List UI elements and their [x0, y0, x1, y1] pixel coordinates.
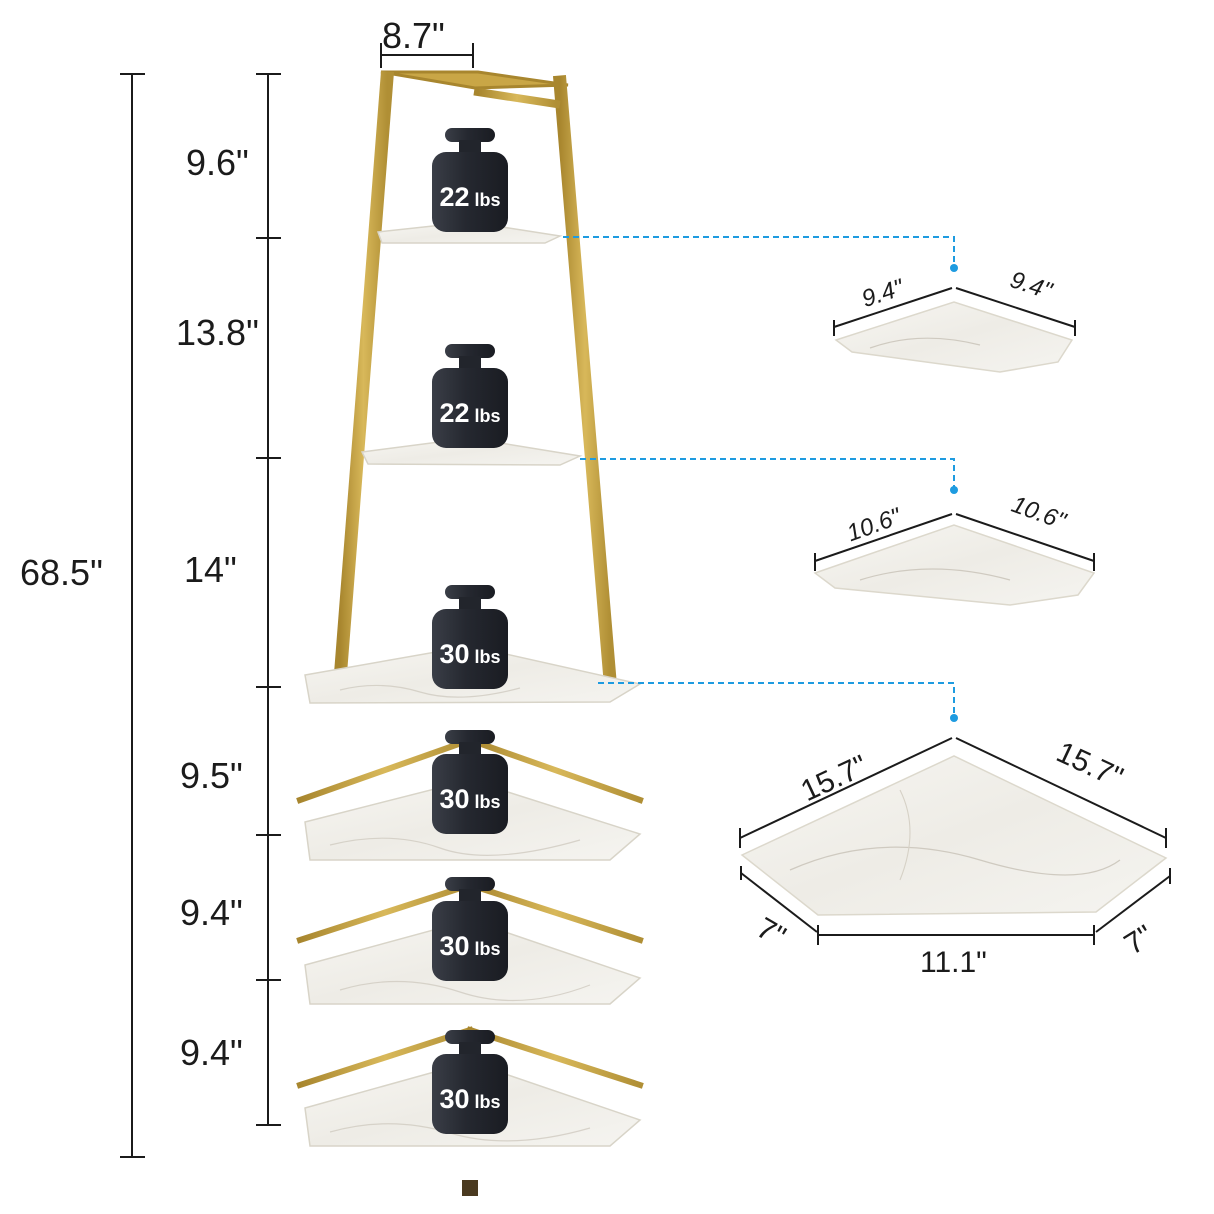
weight-number: 30: [439, 639, 469, 669]
guide-dots: [950, 264, 958, 722]
weight-neck: [459, 597, 481, 611]
gap-label-1: 9.6": [186, 142, 249, 183]
detail-3-side-left-label: 7": [751, 912, 791, 954]
weights-layer: 22 lbs 22 lbs 30 lbs 30 lbs 30 lbs 30 lbs: [432, 128, 508, 1134]
total-height-label: 68.5": [20, 552, 103, 593]
weight-neck: [459, 889, 481, 903]
top-width-label: 8.7": [382, 15, 445, 56]
weight-icon: 30 lbs: [432, 585, 508, 689]
weight-body: [432, 901, 508, 981]
weight-icon: 22 lbs: [432, 344, 508, 448]
marble-veins: [329, 684, 591, 1142]
weight-body: [432, 368, 508, 448]
gap-label-2: 13.8": [176, 312, 259, 353]
gap-label-5: 9.4": [180, 892, 243, 933]
detail-3-front-label: 11.1": [920, 946, 987, 979]
weight-unit: lbs: [475, 647, 501, 667]
weight-neck: [459, 356, 481, 370]
weight-number: 30: [439, 931, 469, 961]
weight-knob: [445, 128, 495, 142]
weight-neck: [459, 742, 481, 756]
weight-body: [432, 1054, 508, 1134]
weight-unit: lbs: [475, 1092, 501, 1112]
weight-number: 22: [439, 398, 469, 428]
weight-unit: lbs: [475, 792, 501, 812]
gap-label-3: 14": [184, 549, 237, 590]
gap-label-4: 9.5": [180, 755, 243, 796]
detail-1-right-label: 9.4": [1007, 266, 1057, 305]
weight-body: [432, 152, 508, 232]
weight-number: 30: [439, 1084, 469, 1114]
weight-body: [432, 754, 508, 834]
weight-knob: [445, 344, 495, 358]
leveling-foot: [462, 1180, 478, 1196]
detail-3-side-right-label: 7": [1119, 919, 1160, 961]
detail-shelf-1: 9.4" 9.4": [833, 266, 1076, 373]
weight-label: 30 lbs: [439, 931, 500, 961]
detail-shelf-3: 15.7" 15.7" 7" 11.1" 7": [739, 736, 1171, 979]
weight-label: 30 lbs: [439, 1084, 500, 1114]
guide-lines: [563, 236, 955, 718]
detail-3-right-label: 15.7": [1051, 736, 1128, 795]
weight-icon: 30 lbs: [432, 730, 508, 834]
weight-label: 22 lbs: [439, 182, 500, 212]
dimension-lines: [120, 43, 474, 1158]
weight-label: 30 lbs: [439, 639, 500, 669]
weight-knob: [445, 730, 495, 744]
detail-1-left-label: 9.4": [859, 274, 909, 313]
weight-label: 30 lbs: [439, 784, 500, 814]
weight-knob: [445, 1030, 495, 1044]
weight-icon: 30 lbs: [432, 1030, 508, 1134]
weight-icon: 22 lbs: [432, 128, 508, 232]
weight-knob: [445, 585, 495, 599]
weight-number: 22: [439, 182, 469, 212]
gap-label-6: 9.4": [180, 1032, 243, 1073]
detail-shelf-2: 10.6" 10.6": [813, 491, 1096, 606]
weight-unit: lbs: [475, 939, 501, 959]
weight-knob: [445, 877, 495, 891]
weight-neck: [459, 140, 481, 154]
weight-unit: lbs: [475, 190, 501, 210]
weight-number: 30: [439, 784, 469, 814]
weight-body: [432, 609, 508, 689]
weight-neck: [459, 1042, 481, 1056]
detail-2-right-label: 10.6": [1008, 491, 1071, 536]
weight-unit: lbs: [475, 406, 501, 426]
weight-icon: 30 lbs: [432, 877, 508, 981]
weight-label: 22 lbs: [439, 398, 500, 428]
